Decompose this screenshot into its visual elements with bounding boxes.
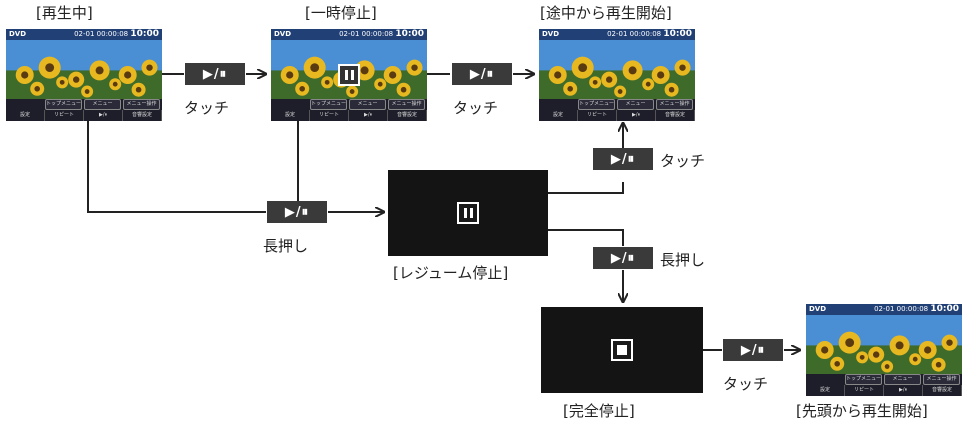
playback-info: 02-01 00:00:08 10:00 <box>339 29 424 40</box>
screen-controls-row: 設定リピート▶/⏸音響設定 <box>271 110 427 121</box>
screen-menu-row: トップメニューメニューメニュー操作 <box>271 99 427 110</box>
menu-spacer <box>808 374 843 385</box>
elapsed-time: 00:00:08 <box>896 305 929 313</box>
screen-control-button[interactable]: リピート <box>578 110 617 121</box>
screen-status-bar: DVD 02-01 00:00:08 10:00 <box>6 29 162 40</box>
screen-menu-row: トップメニューメニューメニュー操作 <box>6 99 162 110</box>
pause-bar <box>351 70 354 80</box>
playback-info: 02-01 00:00:08 10:00 <box>74 29 159 40</box>
caption-resume-stop: [レジューム停止] <box>393 264 509 282</box>
play-pause-button[interactable]: ▶/⏸ <box>593 148 653 170</box>
action-touch: タッチ <box>453 99 499 117</box>
screen-menu-button[interactable]: メニュー <box>884 374 921 385</box>
play-pause-button[interactable]: ▶/⏸ <box>185 63 245 85</box>
source-label: DVD <box>542 30 560 38</box>
pause-icon <box>338 64 360 86</box>
screen-menu-button[interactable]: メニュー <box>349 99 386 110</box>
screen-menu-button[interactable]: トップメニュー <box>310 99 347 110</box>
elapsed-time: 00:00:08 <box>361 30 394 38</box>
clock: 10:00 <box>930 304 959 314</box>
play-pause-button[interactable]: ▶/⏸ <box>593 247 653 269</box>
screen-menu-button[interactable]: メニュー操作 <box>388 99 425 110</box>
screen-menu-row: トップメニューメニューメニュー操作 <box>806 374 962 385</box>
screen-menu-button[interactable]: メニュー <box>617 99 654 110</box>
menu-spacer <box>8 99 43 110</box>
screen-control-button[interactable]: リピート <box>310 110 349 121</box>
screen-control-button[interactable]: リピート <box>45 110 84 121</box>
screen-full-stop <box>541 307 703 393</box>
screen-menu-button[interactable]: メニュー操作 <box>123 99 160 110</box>
pause-icon <box>457 202 479 224</box>
play-pause-button[interactable]: ▶/⏸ <box>267 201 327 223</box>
screen-controls-row: 設定リピート▶/⏸音響設定 <box>6 110 162 121</box>
screen-control-button[interactable]: 音響設定 <box>123 110 162 121</box>
screen-resume-mid: DVD 02-01 00:00:08 10:00 トップメニューメニューメニュー操作… <box>539 29 695 121</box>
screen-controls-row: 設定リピート▶/⏸音響設定 <box>806 385 962 396</box>
source-label: DVD <box>809 305 827 313</box>
screen-menu-button[interactable]: トップメニュー <box>45 99 82 110</box>
screen-control-button[interactable]: ▶/⏸ <box>617 110 656 121</box>
screen-control-button[interactable]: ▶/⏸ <box>84 110 123 121</box>
stop-icon <box>611 339 633 361</box>
action-touch: タッチ <box>723 375 769 393</box>
chapter-number: 02-01 <box>339 30 360 38</box>
menu-spacer <box>273 99 308 110</box>
source-label: DVD <box>274 30 292 38</box>
elapsed-time: 00:00:08 <box>629 30 662 38</box>
caption-paused: [一時停止] <box>305 4 377 22</box>
playback-info: 02-01 00:00:08 10:00 <box>607 29 692 40</box>
clock: 10:00 <box>395 29 424 39</box>
screen-menu-button[interactable]: メニュー <box>84 99 121 110</box>
screen-resume-head: DVD 02-01 00:00:08 10:00 トップメニューメニューメニュー操作… <box>806 304 962 396</box>
screen-menu-button[interactable]: トップメニュー <box>578 99 615 110</box>
screen-control-button[interactable]: 音響設定 <box>923 385 962 396</box>
screen-status-bar: DVD 02-01 00:00:08 10:00 <box>271 29 427 40</box>
screen-status-bar: DVD 02-01 00:00:08 10:00 <box>806 304 962 315</box>
chapter-number: 02-01 <box>874 305 895 313</box>
play-pause-button[interactable]: ▶/⏸ <box>452 63 512 85</box>
screen-control-button[interactable]: リピート <box>845 385 884 396</box>
screen-menu-button[interactable]: メニュー操作 <box>656 99 693 110</box>
caption-playing: [再生中] <box>36 4 93 22</box>
screen-control-button[interactable]: 設定 <box>271 110 310 121</box>
screen-control-button[interactable]: 設定 <box>806 385 845 396</box>
screen-status-bar: DVD 02-01 00:00:08 10:00 <box>539 29 695 40</box>
play-pause-button[interactable]: ▶/⏸ <box>723 339 783 361</box>
screen-control-button[interactable]: ▶/⏸ <box>884 385 923 396</box>
screen-control-button[interactable]: ▶/⏸ <box>349 110 388 121</box>
clock: 10:00 <box>130 29 159 39</box>
screen-resume-stop <box>388 170 548 256</box>
caption-full-stop: [完全停止] <box>563 402 635 420</box>
action-touch: タッチ <box>184 99 230 117</box>
source-label: DVD <box>9 30 27 38</box>
elapsed-time: 00:00:08 <box>96 30 129 38</box>
caption-resume-head: [先頭から再生開始] <box>796 402 928 420</box>
action-long-press: 長押し <box>263 237 309 255</box>
playback-info: 02-01 00:00:08 10:00 <box>874 304 959 315</box>
action-touch: タッチ <box>660 152 706 170</box>
screen-playing: DVD 02-01 00:00:08 10:00 トップメニューメニューメニュー操作… <box>6 29 162 121</box>
menu-spacer <box>541 99 576 110</box>
chapter-number: 02-01 <box>74 30 95 38</box>
clock: 10:00 <box>663 29 692 39</box>
screen-control-button[interactable]: 音響設定 <box>656 110 695 121</box>
screen-paused: DVD 02-01 00:00:08 10:00 トップメニューメニューメニュー操作… <box>271 29 427 121</box>
screen-menu-button[interactable]: メニュー操作 <box>923 374 960 385</box>
action-long-press: 長押し <box>660 251 706 269</box>
screen-control-button[interactable]: 設定 <box>6 110 45 121</box>
screen-menu-row: トップメニューメニューメニュー操作 <box>539 99 695 110</box>
pause-bar <box>345 70 348 80</box>
screen-control-button[interactable]: 音響設定 <box>388 110 427 121</box>
screen-menu-button[interactable]: トップメニュー <box>845 374 882 385</box>
caption-resume-mid: [途中から再生開始] <box>540 4 672 22</box>
chapter-number: 02-01 <box>607 30 628 38</box>
screen-control-button[interactable]: 設定 <box>539 110 578 121</box>
screen-controls-row: 設定リピート▶/⏸音響設定 <box>539 110 695 121</box>
